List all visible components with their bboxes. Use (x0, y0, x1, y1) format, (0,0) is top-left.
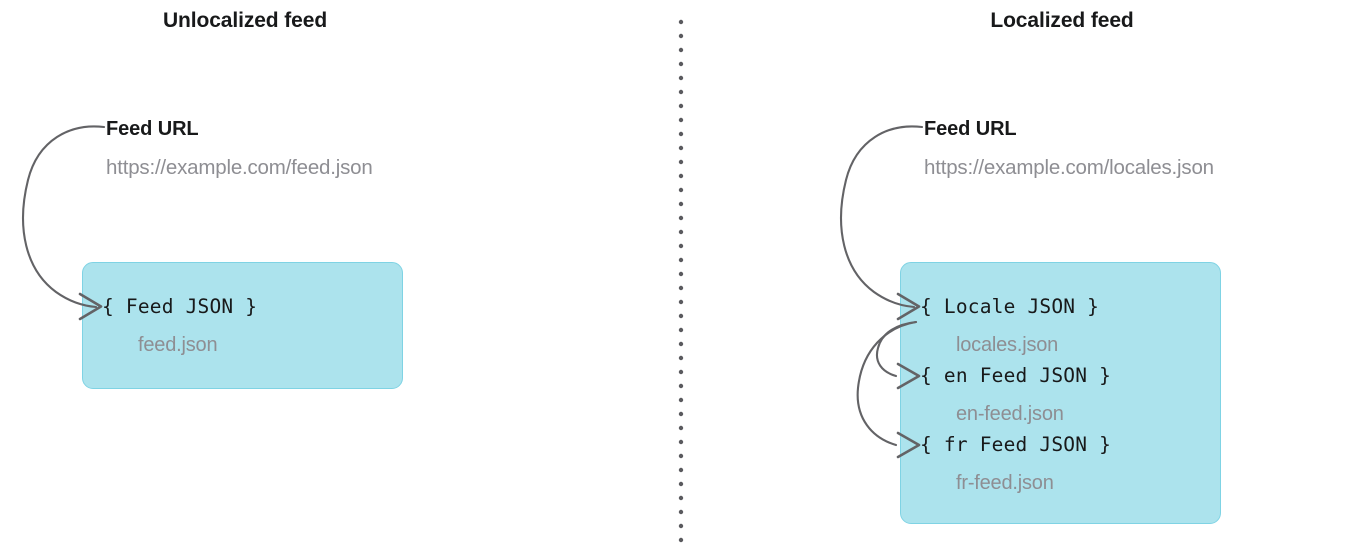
divider-dot (678, 75, 684, 81)
divider-dot (678, 103, 684, 109)
divider-dot (678, 439, 684, 445)
divider-dot (678, 285, 684, 291)
divider-dot (678, 341, 684, 347)
divider-dot (678, 313, 684, 319)
divider-dot (678, 425, 684, 431)
panel-title-unlocalized: Unlocalized feed (162, 9, 328, 32)
divider-dot (678, 61, 684, 67)
feed-url-label-localized: Feed URL (924, 118, 1017, 140)
json-filename-locales: locales.json (956, 334, 1059, 356)
divider-dot (678, 19, 684, 25)
feed-url-value-unlocalized: https://example.com/feed.json (106, 156, 373, 179)
feed-url-value-localized: https://example.com/locales.json (924, 156, 1214, 179)
json-filename-feed: feed.json (138, 334, 218, 356)
divider-dot (678, 215, 684, 221)
json-box-localized (900, 262, 1221, 524)
divider-dot (678, 47, 684, 53)
divider-dot (678, 187, 684, 193)
divider-dot (678, 117, 684, 123)
panel-title-localized: Localized feed (990, 9, 1134, 32)
divider-dot (678, 173, 684, 179)
json-entry-en-feed: { en Feed JSON } (920, 364, 1112, 387)
divider-dot (678, 523, 684, 529)
json-entry-fr-feed: { fr Feed JSON } (920, 433, 1112, 456)
divider-dot (678, 145, 684, 151)
divider-dot (678, 159, 684, 165)
divider-dot (678, 495, 684, 501)
divider-dot (678, 467, 684, 473)
divider-dot (678, 509, 684, 515)
json-box-unlocalized (82, 262, 403, 389)
json-filename-en-feed: en-feed.json (956, 403, 1064, 425)
divider-dot (678, 229, 684, 235)
divider-dot (678, 131, 684, 137)
json-entry-feed: { Feed JSON } (102, 295, 258, 318)
divider-dot (678, 383, 684, 389)
divider-dot (678, 33, 684, 39)
divider-dot (678, 299, 684, 305)
divider-dot (678, 453, 684, 459)
json-filename-fr-feed: fr-feed.json (956, 472, 1054, 494)
divider-dot (678, 271, 684, 277)
divider-dot (678, 355, 684, 361)
divider-dot (678, 369, 684, 375)
divider-dot (678, 481, 684, 487)
divider-dot (678, 411, 684, 417)
divider-dot (678, 89, 684, 95)
divider-dot (678, 201, 684, 207)
divider-dot (678, 537, 684, 543)
divider-dot (678, 243, 684, 249)
divider-dot (678, 397, 684, 403)
divider-dot (678, 327, 684, 333)
json-entry-locale: { Locale JSON } (920, 295, 1100, 318)
vertical-dotted-divider (678, 19, 684, 543)
divider-dot (678, 257, 684, 263)
feed-url-label-unlocalized: Feed URL (106, 118, 199, 140)
